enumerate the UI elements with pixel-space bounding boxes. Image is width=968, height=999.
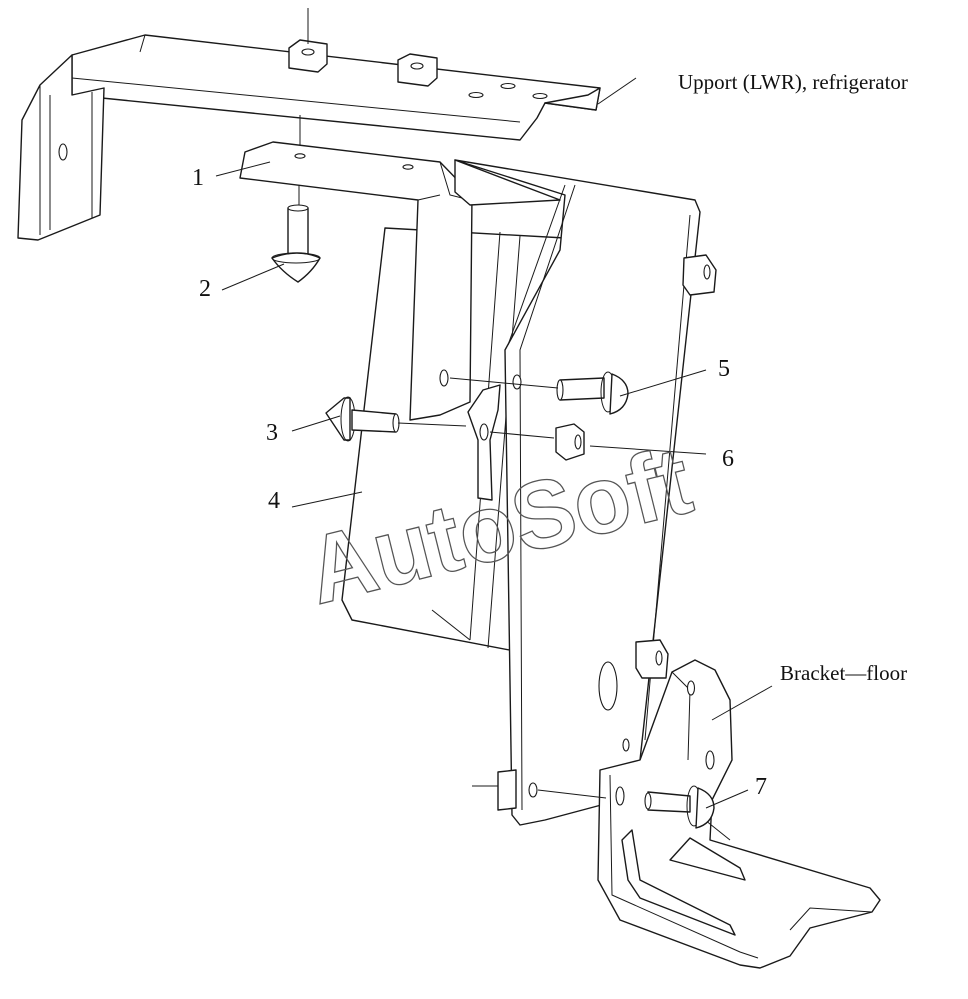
leader-lines (215, 77, 773, 809)
label-bracket-floor: Bracket—floor (780, 661, 907, 685)
bracket-floor (537, 659, 881, 969)
part-1-bracket (239, 141, 561, 421)
callout-4: 4 (268, 488, 280, 514)
callout-3: 3 (266, 420, 278, 446)
callout-2: 2 (199, 276, 211, 302)
part-2-bolt (271, 204, 321, 283)
linkage-arm (467, 384, 501, 501)
callout-7: 7 (755, 774, 767, 800)
part-6-nut (489, 423, 585, 461)
part-7-bolt (644, 785, 715, 829)
part-3-bolt (325, 396, 467, 442)
label-support-upper: Upport (LWR), refrigerator (678, 70, 908, 94)
main-frame-plate (454, 159, 717, 826)
callout-1: 1 (192, 165, 204, 191)
upper-support-refrigerator (17, 8, 601, 241)
callout-numbers: 1 2 3 4 5 6 7 (192, 165, 767, 800)
callout-6: 6 (722, 446, 734, 472)
callout-5: 5 (718, 356, 730, 382)
part-5-bolt (449, 371, 629, 415)
